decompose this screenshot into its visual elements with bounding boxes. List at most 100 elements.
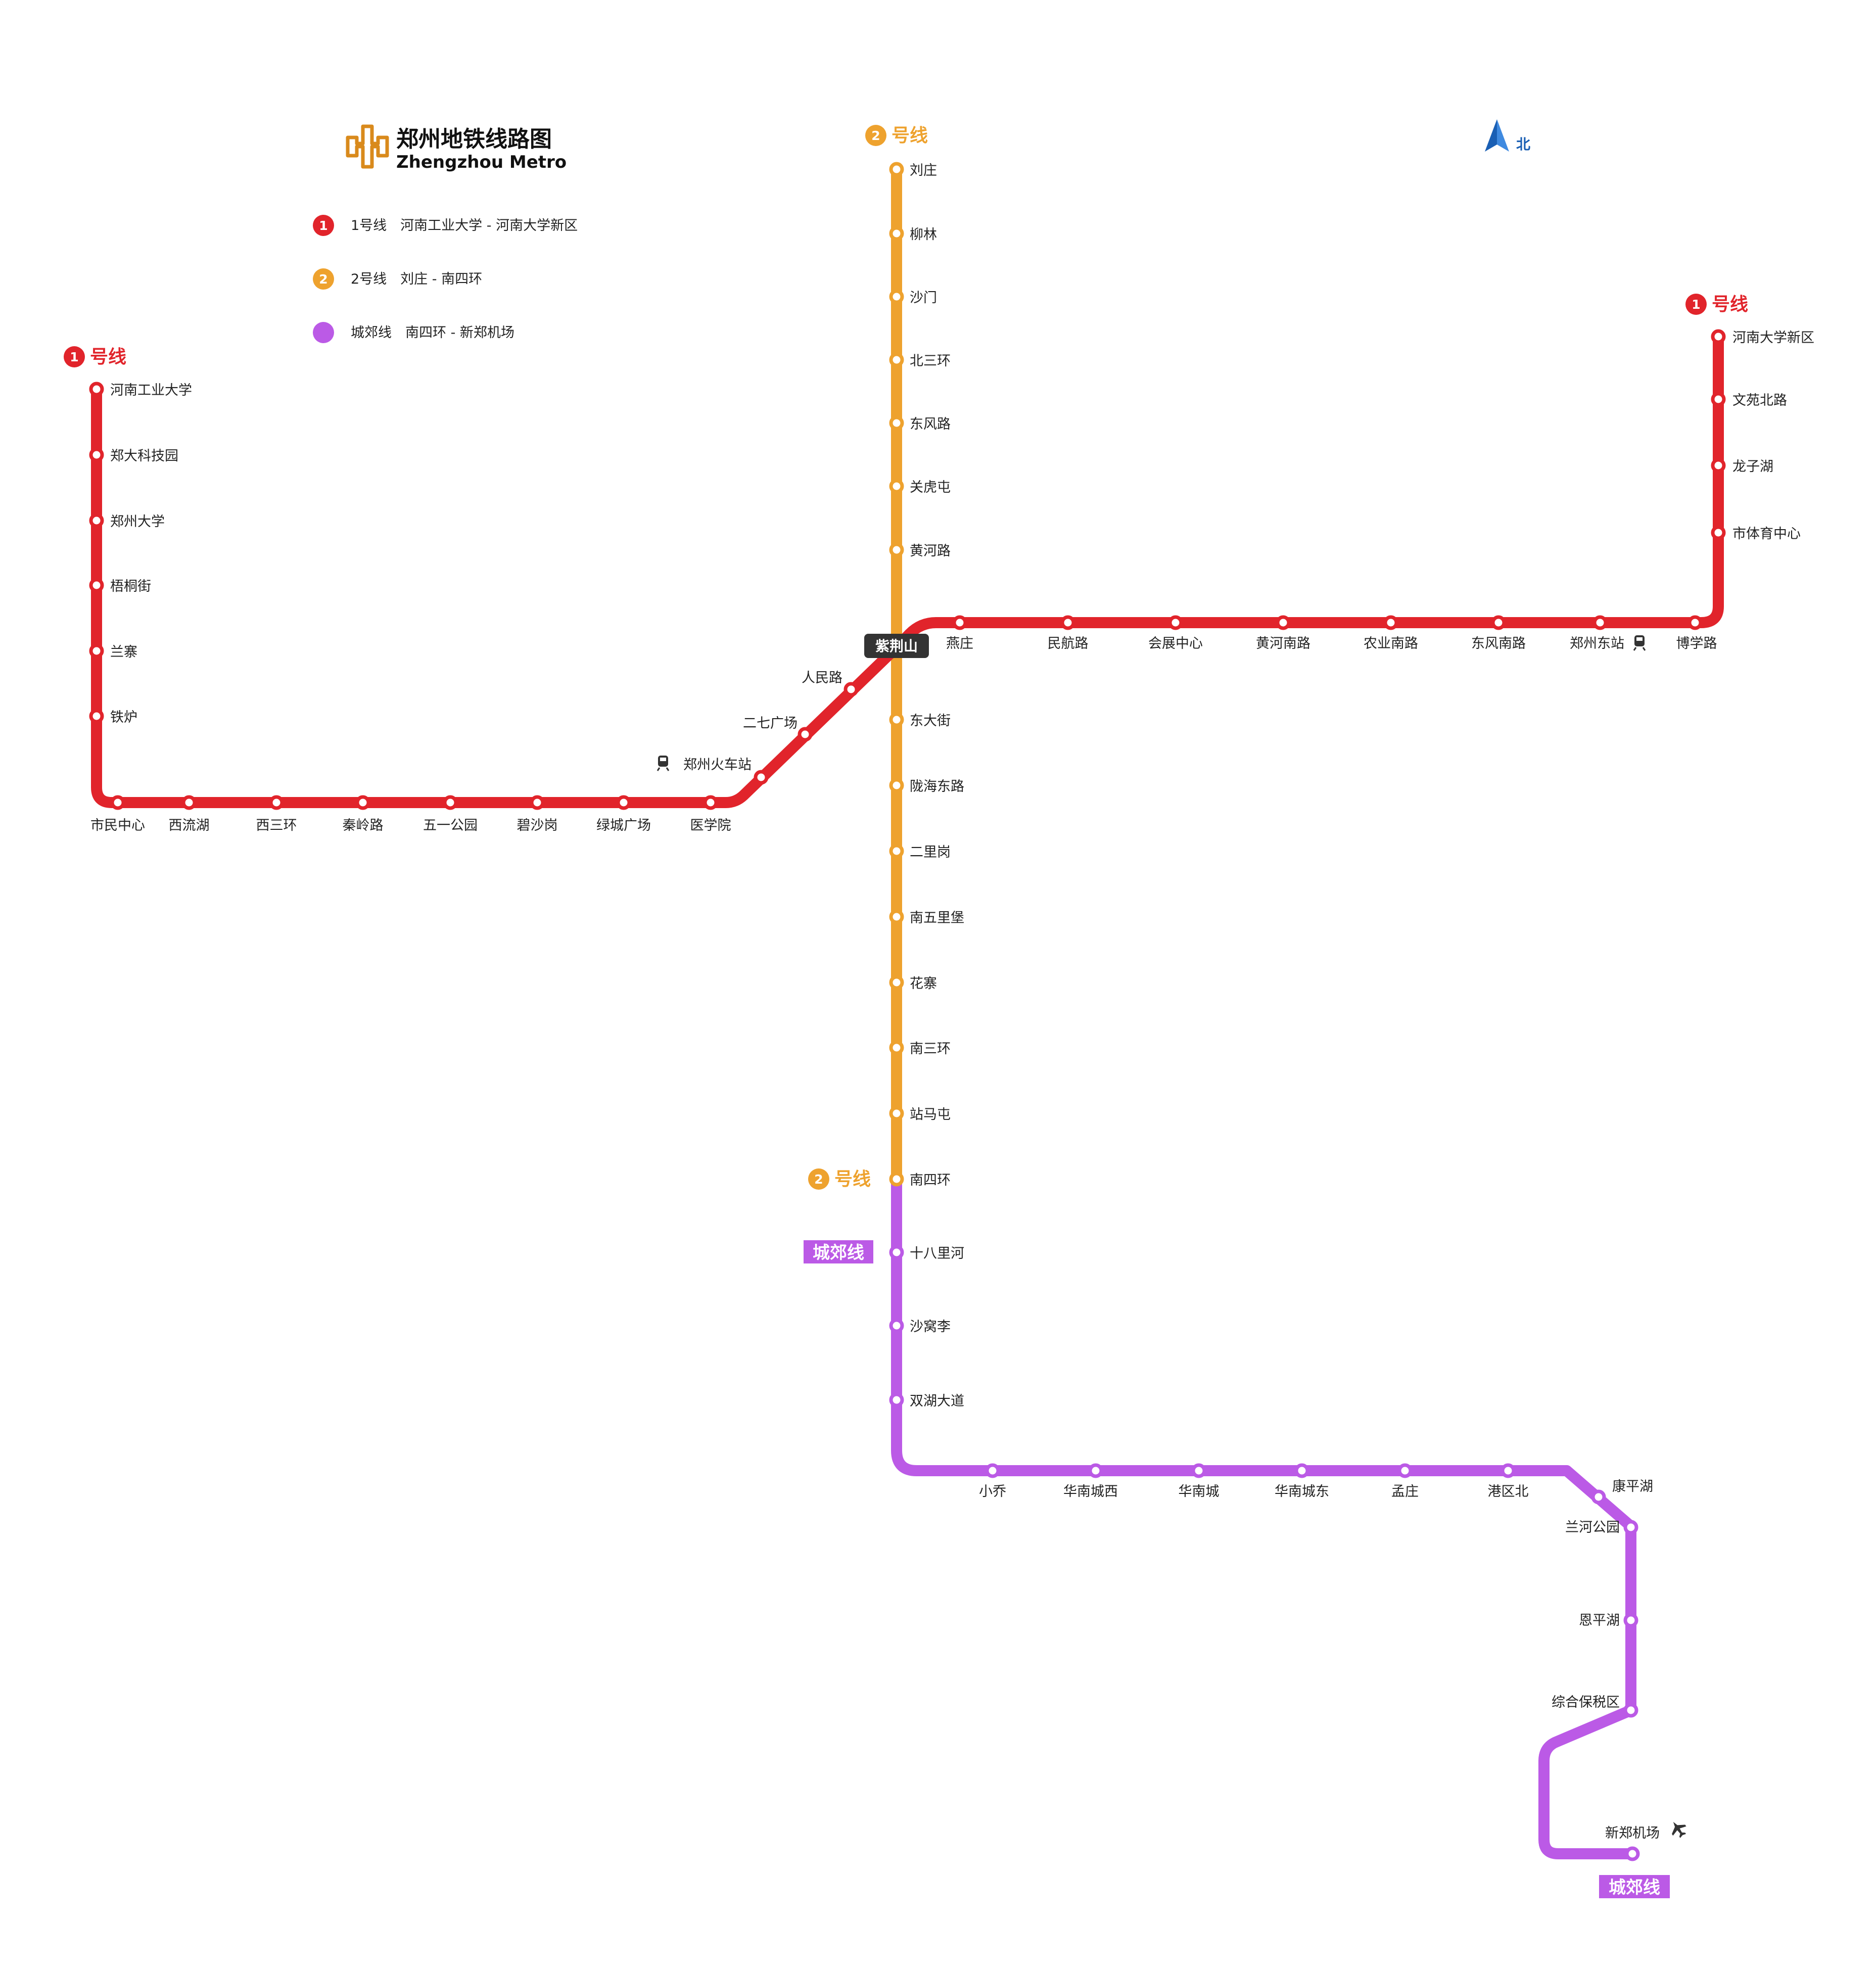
station-label: 郑州东站 — [1570, 636, 1624, 651]
line-tag-label: 号线 — [892, 125, 928, 146]
station[interactable]: 铁炉 — [89, 709, 137, 725]
station[interactable]: 小乔 — [979, 1463, 1006, 1499]
station-label: 会展中心 — [1148, 636, 1203, 651]
station-label: 农业南路 — [1364, 636, 1418, 651]
station[interactable]: 郑州火车站 — [656, 756, 769, 785]
station[interactable]: 沙窝李 — [889, 1318, 951, 1335]
station[interactable]: 柳林 — [889, 226, 937, 243]
station[interactable]: 站马屯 — [889, 1106, 951, 1122]
station-label: 港区北 — [1488, 1484, 1529, 1499]
station-label: 博学路 — [1676, 636, 1717, 651]
station-label: 孟庄 — [1391, 1484, 1419, 1499]
station-label: 医学院 — [690, 818, 731, 833]
station[interactable]: 梧桐街 — [89, 578, 151, 594]
station-label: 花寨 — [910, 976, 937, 992]
station[interactable]: 郑州大学 — [89, 513, 165, 530]
station[interactable]: 新郑机场 — [1605, 1817, 1690, 1861]
station[interactable]: 秦岭路 — [343, 795, 384, 833]
station[interactable]: 绿城广场 — [596, 795, 651, 833]
station[interactable]: 郑州东站 — [1570, 615, 1646, 651]
station[interactable]: 恩平湖 — [1579, 1613, 1638, 1628]
line2-south-tag: 2 号线 — [808, 1168, 871, 1190]
map-subtitle: Zhengzhou Metro — [396, 152, 567, 172]
station[interactable]: 华南城 — [1179, 1463, 1220, 1499]
station-label: 秦岭路 — [343, 818, 384, 833]
line2-stations: 刘庄 柳林 沙门 北三环 东风路 关虎屯 黄河路 东大街 陇海东路 二里岗 南五… — [889, 162, 964, 1188]
station[interactable]: 康平湖 — [1591, 1479, 1653, 1505]
station[interactable]: 南三环 — [889, 1040, 951, 1057]
station[interactable]: 东风路 — [889, 415, 951, 432]
station-label: 柳林 — [910, 227, 937, 243]
station-label: 河南工业大学 — [110, 383, 192, 398]
line1-track — [91, 331, 1724, 808]
station-label: 兰河公园 — [1565, 1520, 1620, 1535]
station[interactable]: 二七广场 — [743, 716, 813, 742]
station[interactable]: 二里岗 — [889, 843, 951, 860]
station[interactable]: 陇海东路 — [889, 778, 964, 794]
line-number: 1 — [70, 350, 78, 364]
north-arrow-icon — [1485, 119, 1509, 152]
station-label: 华南城东 — [1275, 1484, 1329, 1499]
station[interactable]: 沙门 — [889, 289, 937, 306]
legend-marker: 1 — [319, 218, 327, 233]
station[interactable]: 华南城西 — [1063, 1463, 1118, 1499]
station[interactable]: 关虎屯 — [889, 479, 951, 495]
station[interactable]: 文苑北路 — [1711, 392, 1787, 408]
station[interactable]: 华南城东 — [1275, 1463, 1329, 1499]
station[interactable]: 刘庄 — [889, 162, 937, 178]
station[interactable]: 南四环 — [889, 1171, 951, 1188]
station-label: 十八里河 — [910, 1246, 964, 1261]
station[interactable]: 孟庄 — [1391, 1463, 1419, 1499]
station[interactable]: 碧沙岗 — [517, 795, 558, 833]
train-icon — [656, 756, 670, 771]
station[interactable]: 龙子湖 — [1711, 458, 1773, 475]
station[interactable]: 五一公园 — [423, 795, 478, 833]
legend-item-line1: 1 1号线 河南工业大学 - 河南大学新区 — [313, 215, 578, 236]
station[interactable]: 会展中心 — [1148, 615, 1203, 651]
station[interactable]: 北三环 — [889, 352, 951, 369]
station[interactable]: 农业南路 — [1364, 615, 1418, 651]
station[interactable]: 兰河公园 — [1565, 1520, 1638, 1535]
station-label: 陇海东路 — [910, 779, 964, 794]
station[interactable]: 民航路 — [1048, 615, 1089, 651]
station-label: 黄河南路 — [1256, 636, 1310, 651]
station[interactable]: 东风南路 — [1471, 615, 1526, 651]
station[interactable]: 人民路 — [802, 670, 859, 697]
station-label: 沙窝李 — [910, 1319, 951, 1335]
station[interactable]: 东大街 — [889, 712, 951, 729]
station[interactable]: 市民中心 — [90, 795, 145, 833]
hub-station-zijingshan[interactable]: 紫荆山 — [864, 634, 929, 658]
line-tag-label: 号线 — [1712, 294, 1748, 315]
station-label: 南三环 — [910, 1041, 951, 1057]
station[interactable]: 南五里堡 — [889, 909, 964, 926]
station-label: 民航路 — [1048, 636, 1089, 651]
chengjiao-track — [891, 1174, 1638, 1859]
station[interactable]: 河南大学新区 — [1711, 329, 1814, 346]
station[interactable]: 双湖大道 — [889, 1392, 964, 1409]
station[interactable]: 河南工业大学 — [89, 382, 192, 398]
station[interactable]: 十八里河 — [889, 1245, 964, 1261]
station-label: 南四环 — [910, 1173, 951, 1188]
train-icon — [1633, 635, 1646, 651]
station[interactable]: 医学院 — [690, 795, 731, 833]
station-label: 梧桐街 — [110, 579, 151, 594]
station[interactable]: 燕庄 — [946, 615, 973, 651]
station[interactable]: 综合保税区 — [1552, 1695, 1638, 1718]
station[interactable]: 西流湖 — [169, 795, 210, 833]
station[interactable]: 博学路 — [1676, 615, 1717, 651]
station[interactable]: 黄河南路 — [1256, 615, 1310, 651]
legend-marker: 2 — [319, 272, 327, 287]
station[interactable]: 黄河路 — [889, 542, 951, 559]
station[interactable]: 港区北 — [1488, 1463, 1529, 1499]
station[interactable]: 花寨 — [889, 975, 937, 992]
station-label: 兰寨 — [110, 644, 137, 660]
station-label: 西三环 — [256, 818, 297, 833]
station[interactable]: 西三环 — [256, 795, 297, 833]
legend-label: 城郊线 南四环 - 新郑机场 — [351, 325, 514, 341]
station[interactable]: 兰寨 — [89, 643, 137, 660]
station-label: 五一公园 — [423, 818, 478, 833]
station-label: 碧沙岗 — [517, 818, 558, 833]
station[interactable]: 郑大科技园 — [89, 447, 178, 464]
station[interactable]: 市体育中心 — [1711, 525, 1801, 542]
